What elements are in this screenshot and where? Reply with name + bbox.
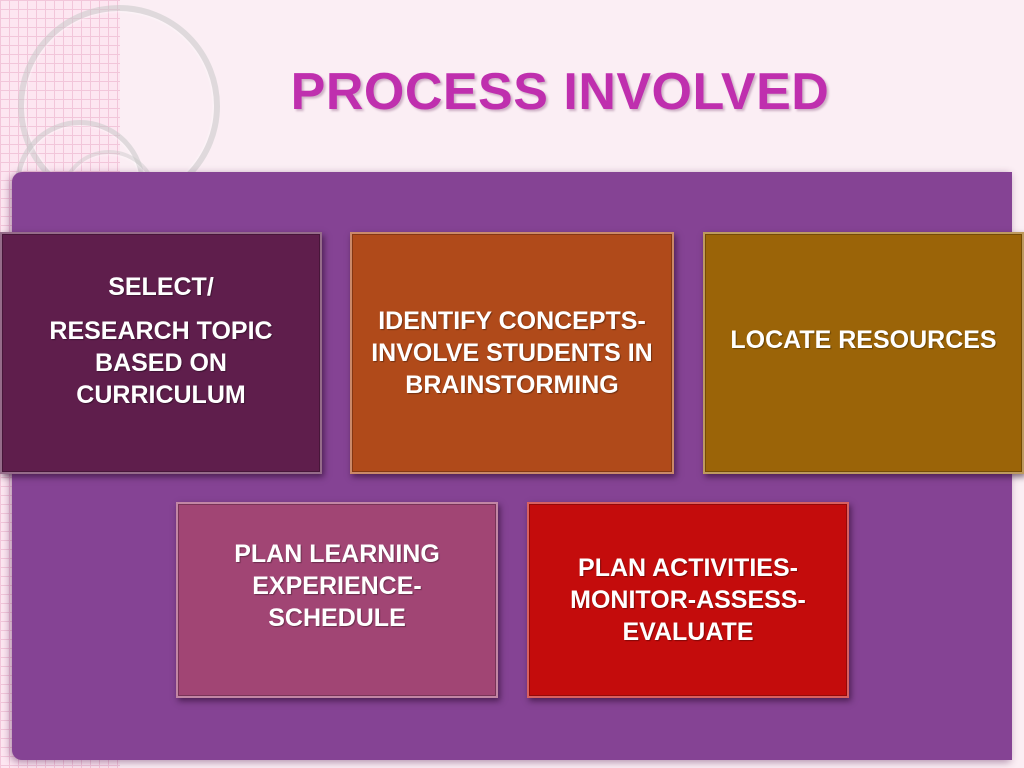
process-box-locate-resources: LOCATE RESOURCES: [703, 232, 1024, 474]
process-box-text: PLAN LEARNING EXPERIENCE-SCHEDULE: [234, 540, 440, 632]
process-box-plan-learning: PLAN LEARNING EXPERIENCE-SCHEDULE: [176, 502, 498, 698]
process-box-plan-activities: PLAN ACTIVITIES-MONITOR-ASSESS-EVALUATE: [527, 502, 849, 698]
process-box-text: LOCATE RESOURCES: [730, 326, 997, 354]
process-box-text: IDENTIFY CONCEPTS-INVOLVE STUDENTS IN BR…: [371, 307, 653, 399]
process-box-text: RESEARCH TOPIC BASED ON CURRICULUM: [49, 317, 273, 409]
process-box-text: PLAN ACTIVITIES-MONITOR-ASSESS-EVALUATE: [570, 554, 806, 646]
process-box-text: SELECT/: [108, 273, 214, 301]
process-box-identify-concepts: IDENTIFY CONCEPTS-INVOLVE STUDENTS IN BR…: [350, 232, 674, 474]
slide-title: PROCESS INVOLVED: [290, 63, 830, 121]
process-box-select-research: SELECT/ RESEARCH TOPIC BASED ON CURRICUL…: [0, 232, 322, 474]
